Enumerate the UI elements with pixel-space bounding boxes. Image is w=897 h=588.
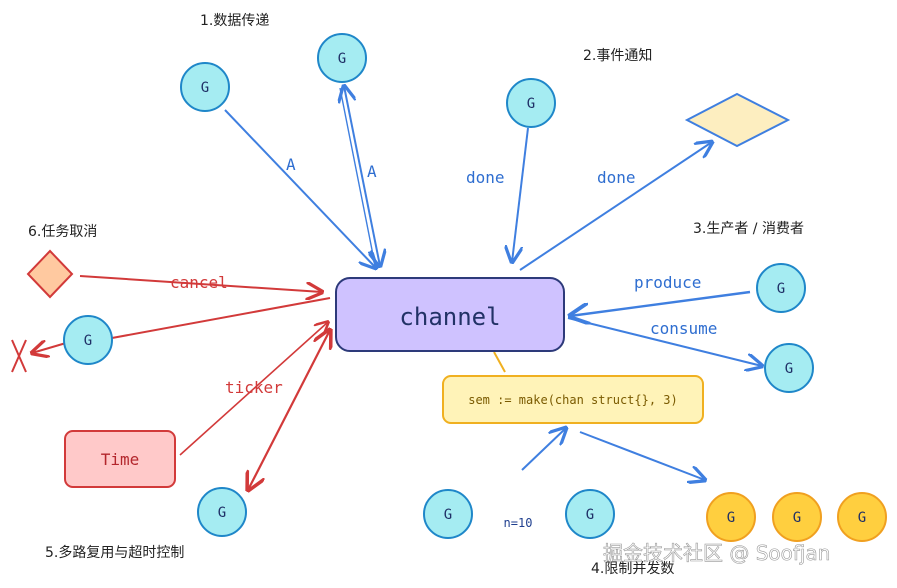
event-diamond [684, 92, 791, 148]
label-cancel: cancel [170, 273, 228, 292]
label-produce: produce [634, 273, 701, 292]
edge-channel-g2 [344, 86, 380, 266]
edge-cancel-to-channel [79, 275, 322, 292]
goroutine-producer: G [756, 263, 806, 313]
goroutine-data-sender: G [180, 62, 230, 112]
goroutine-data-receiver: G [317, 33, 367, 83]
goroutine-label: G [793, 510, 801, 526]
edge-producer-to-channel [570, 290, 751, 316]
goroutine-label: G [201, 80, 209, 96]
goroutine-label: G [218, 505, 226, 521]
semaphore-code: sem := make(chan struct{}, 3) [468, 393, 678, 407]
title-limit-concurrency: 4.限制并发数 [591, 561, 674, 577]
edge-sem-to-running [579, 431, 705, 480]
goroutine-timeout: G [197, 487, 247, 537]
channel-label: channel [399, 303, 500, 331]
label-a-1: A [286, 155, 296, 174]
label-a-2: A [367, 162, 377, 181]
goroutine-label: G [777, 281, 785, 297]
label-n-workers: n=10 [504, 516, 533, 530]
goroutine-label: G [727, 510, 735, 526]
goroutine-event-notifier: G [506, 78, 556, 128]
label-consume: consume [650, 319, 717, 338]
goroutine-label: G [527, 96, 535, 112]
exit-cross-icon [11, 339, 27, 373]
goroutine-running-2: G [772, 492, 822, 542]
title-task-cancel: 6.任务取消 [28, 224, 97, 240]
edge-workers-to-sem [521, 428, 566, 471]
goroutine-cancelled: G [63, 315, 113, 365]
goroutine-label: G [84, 333, 92, 349]
edge-channel-to-sem [493, 351, 506, 373]
label-ticker: ticker [225, 378, 283, 397]
goroutine-worker-1: G [423, 489, 473, 539]
edge-channel-g-timeout [248, 330, 330, 490]
goroutine-label: G [338, 51, 346, 67]
edge-channel-g2-shadow [339, 87, 376, 266]
edge-channel-to-diamond [519, 142, 712, 271]
goroutine-label: G [444, 507, 452, 523]
edge-g3-to-channel [512, 127, 529, 262]
goroutine-label: G [785, 361, 793, 377]
label-done-1: done [466, 168, 505, 187]
goroutine-label: G [858, 510, 866, 526]
label-done-2: done [597, 168, 636, 187]
semaphore-node [442, 375, 704, 424]
time-label: Time [101, 450, 140, 469]
goroutine-label: G [586, 507, 594, 523]
title-multiplex-timeout: 5.多路复用与超时控制 [45, 544, 184, 561]
watermark: 掘金技术社区 @ Soofjan [603, 541, 830, 565]
goroutine-running-1: G [706, 492, 756, 542]
goroutine-running-3: G [837, 492, 887, 542]
title-data-transfer: 1.数据传递 [200, 13, 269, 29]
goroutine-consumer: G [764, 343, 814, 393]
title-event-notify: 2.事件通知 [583, 47, 652, 64]
title-producer-consumer: 3.生产者 / 消费者 [693, 221, 804, 237]
edge-channel-to-consumer [567, 317, 762, 366]
edge-channel-to-g-cancel [111, 297, 331, 339]
time-node [64, 430, 176, 488]
cancel-diamond [26, 249, 74, 299]
edge-g-cancel-to-exit [32, 343, 67, 353]
goroutine-worker-2: G [565, 489, 615, 539]
channel-node [335, 277, 565, 352]
